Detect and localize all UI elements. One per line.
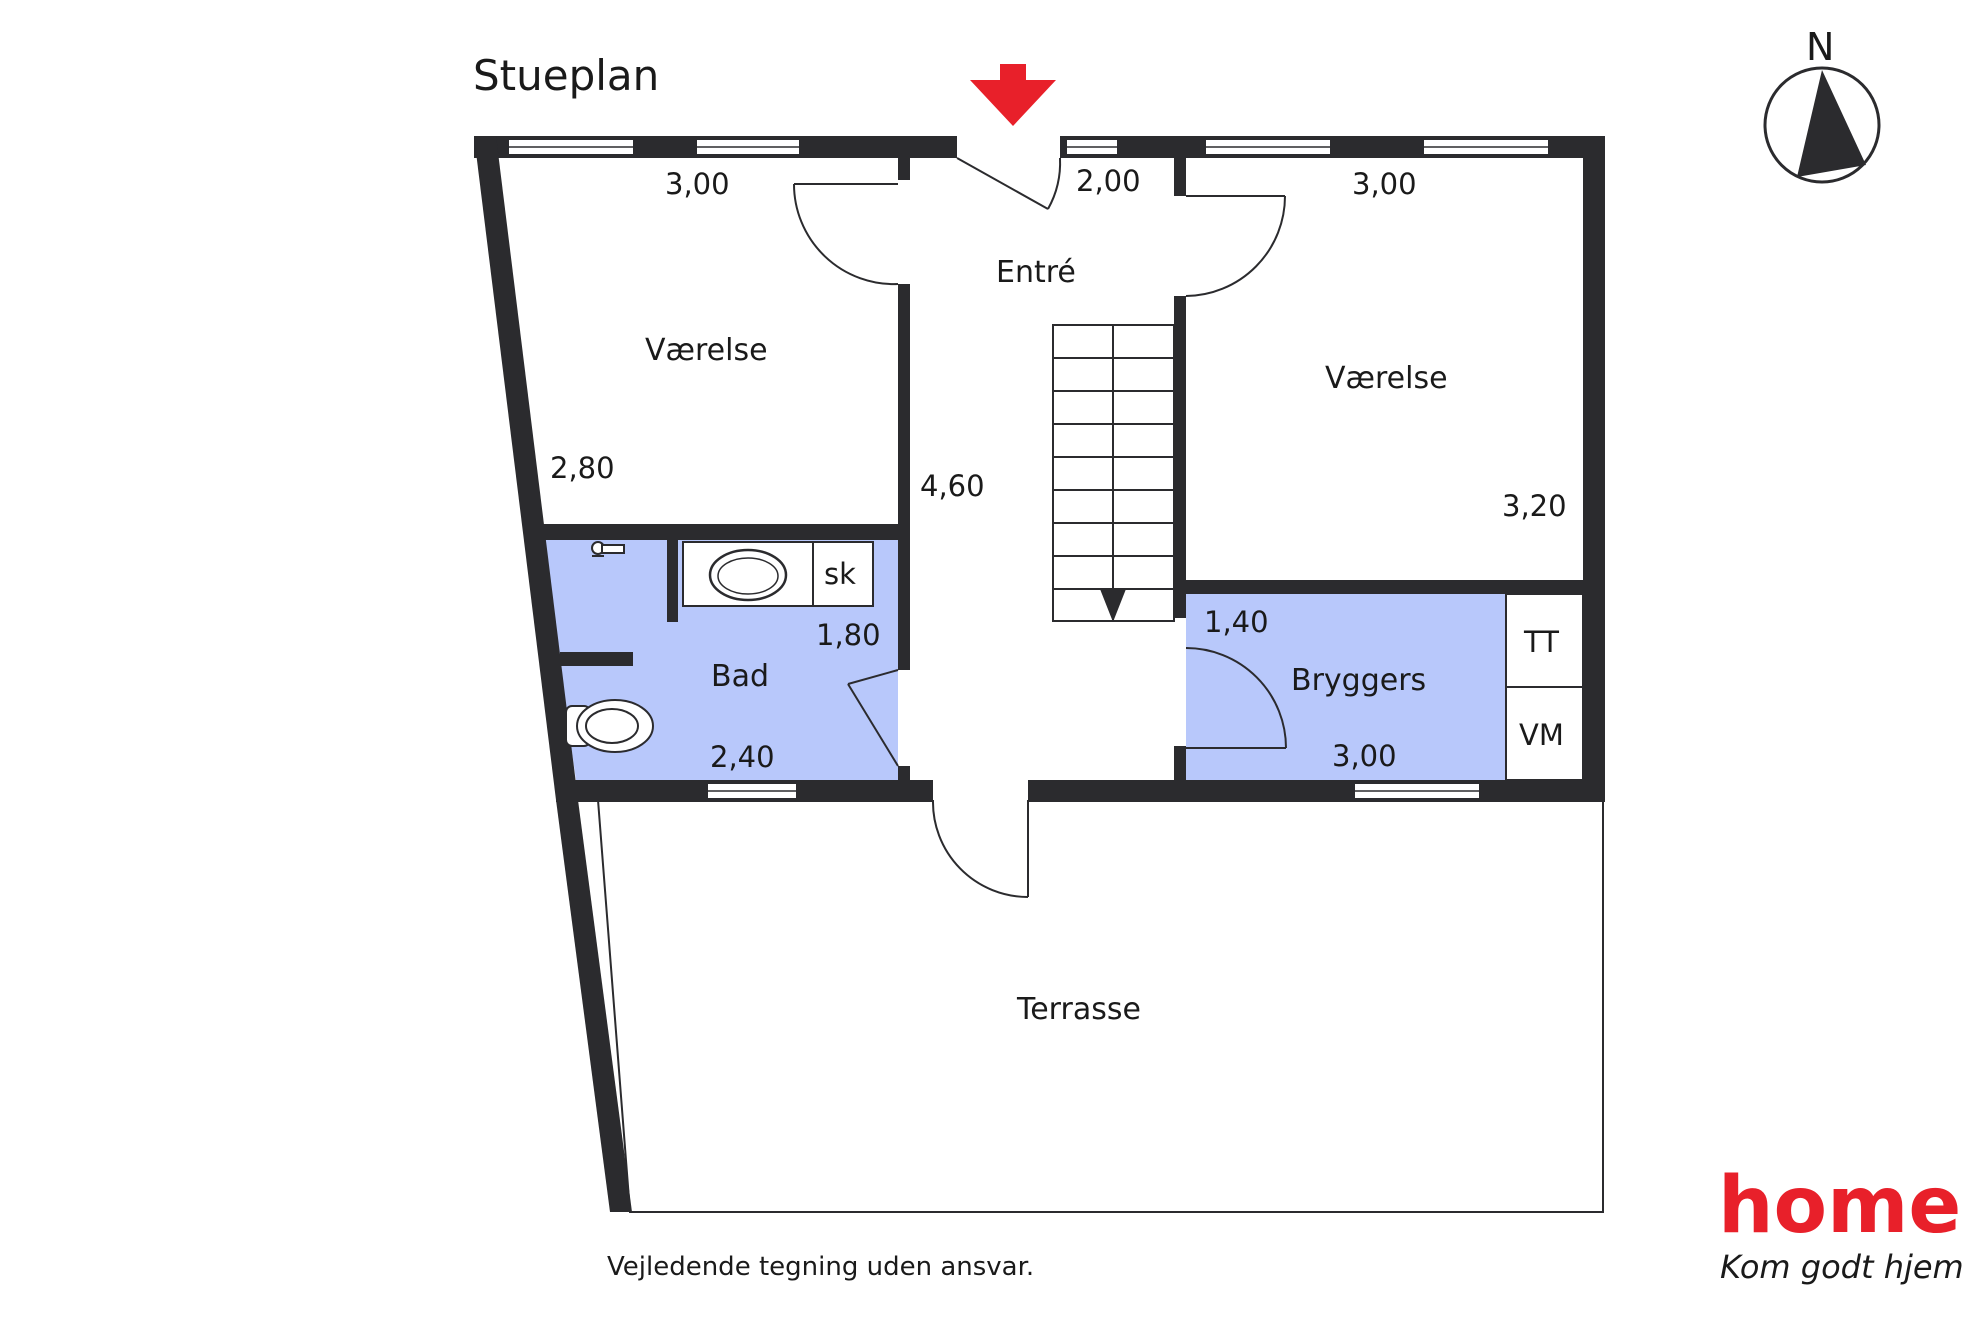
room-dim-depth-bad: 1,80 [816,618,881,652]
room-dim-width-bad: 2,40 [710,740,775,774]
disclaimer-text: Vejledende tegning uden ansvar. [607,1252,1034,1282]
cabinet [812,541,874,607]
brand-logo: home [1718,1161,1961,1251]
room-dim-width-bryggers: 3,00 [1332,739,1397,773]
room-dim-depth-vaerelse-right: 3,20 [1502,489,1567,523]
shower-icon [591,541,625,557]
vanity-counter [682,541,814,607]
dryer-label: TT [1523,625,1559,659]
brand-slogan: Kom godt hjem [1720,1248,1964,1286]
room-name-vaerelse-left: Værelse [645,333,768,368]
compass-icon: N [1763,25,1881,184]
room-name-bryggers: Bryggers [1291,663,1426,698]
room-dim-depth-bryggers: 1,40 [1204,605,1269,639]
toilet-icon [565,699,654,753]
room-dim-depth-vaerelse-left: 2,80 [550,451,615,485]
doors [793,136,1287,898]
window-inner-lines [508,146,1549,792]
room-dim-width-vaerelse-right: 3,00 [1352,167,1417,201]
sink-icon [708,548,788,602]
cabinet-label: sk [824,557,856,591]
stair-direction-arrow-icon [1100,589,1126,622]
room-dim-width-entre: 2,00 [1076,164,1141,198]
room-name-terrasse: Terrasse [1016,992,1141,1027]
room-dim-depth-entre: 4,60 [920,469,985,503]
room-name-bad: Bad [711,659,769,694]
room-name-vaerelse-right: Værelse [1325,361,1448,396]
room-dim-width-vaerelse-left: 3,00 [665,167,730,201]
plan-title: Stueplan [473,51,659,100]
compass-north-label: N [1806,25,1834,69]
staircase [1052,324,1175,622]
room-name-entre: Entré [996,255,1076,290]
entrance-arrow-icon [970,64,1056,126]
washer-label: VM [1519,718,1564,752]
sink-basin-icon [717,557,779,595]
